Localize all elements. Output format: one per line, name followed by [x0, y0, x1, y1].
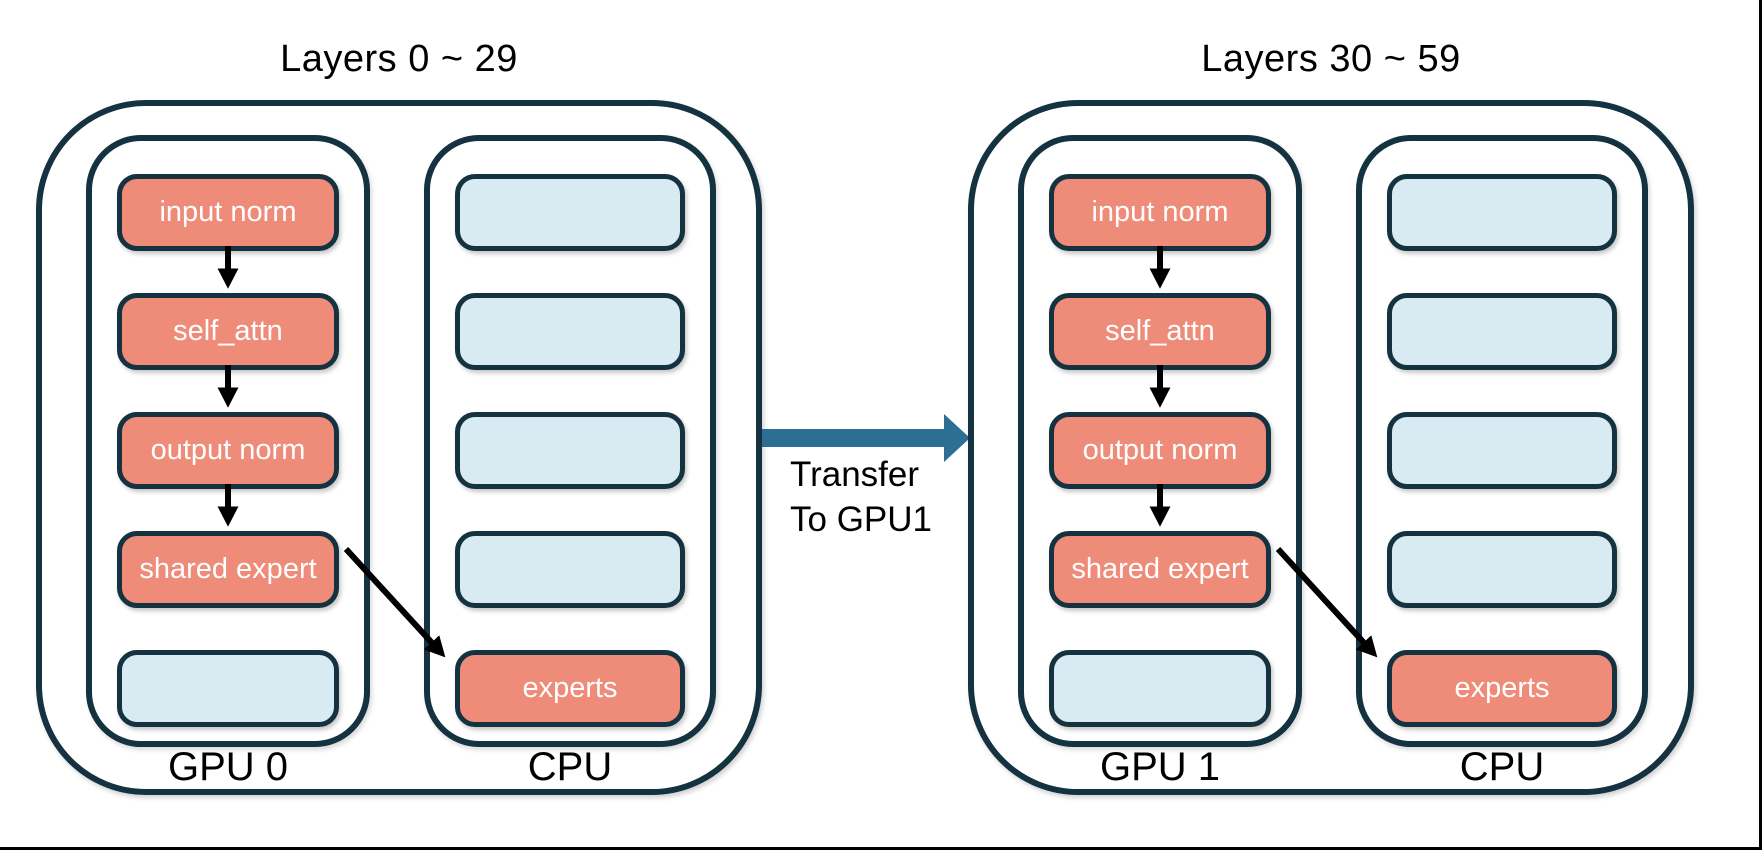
module-label: shared expert: [139, 553, 317, 585]
module-experts: experts: [455, 650, 685, 727]
empty-slot: [455, 412, 685, 489]
empty-slot: [1387, 293, 1617, 370]
module-label: output norm: [1082, 434, 1238, 466]
gpu0-column: input norm self_attn output norm shared …: [86, 135, 370, 747]
module-label: self_attn: [1105, 315, 1215, 347]
stage-group-0: Layers 0 ~ 29 input norm self_attn outpu…: [36, 38, 762, 795]
module-label: input norm: [1091, 196, 1229, 228]
transfer-label-line2: To GPU1: [790, 500, 932, 539]
module-output-norm: output norm: [117, 412, 339, 489]
layers-range-title: Layers 0 ~ 29: [280, 38, 518, 80]
empty-slot: [1387, 412, 1617, 489]
transfer-arrow-icon: [762, 414, 970, 462]
cpu1-label: CPU: [1459, 745, 1545, 789]
module-label: input norm: [159, 196, 297, 228]
module-output-norm: output norm: [1049, 412, 1271, 489]
empty-slot: [117, 650, 339, 727]
module-self-attn: self_attn: [117, 293, 339, 370]
cpu1-column: experts: [1356, 135, 1648, 747]
module-label: self_attn: [173, 315, 283, 347]
empty-slot: [1387, 531, 1617, 608]
gpu1-label: GPU 1: [1099, 745, 1221, 789]
empty-slot: [455, 531, 685, 608]
cpu0-column: experts: [424, 135, 716, 747]
empty-slot: [1387, 174, 1617, 251]
module-experts: experts: [1387, 650, 1617, 727]
stage-group-1: Layers 30 ~ 59 input norm self_attn outp…: [968, 38, 1694, 795]
module-label: shared expert: [1071, 553, 1249, 585]
empty-slot: [1049, 650, 1271, 727]
gpu0-label: GPU 0: [167, 745, 289, 789]
empty-slot: [455, 174, 685, 251]
module-shared-expert: shared expert: [1049, 531, 1271, 608]
gpu1-column: input norm self_attn output norm shared …: [1018, 135, 1302, 747]
cpu0-label: CPU: [527, 745, 613, 789]
module-label: experts: [1454, 672, 1550, 704]
empty-slot: [455, 293, 685, 370]
module-label: output norm: [150, 434, 306, 466]
transfer-label-line1: Transfer: [790, 455, 920, 494]
module-input-norm: input norm: [1049, 174, 1271, 251]
module-shared-expert: shared expert: [117, 531, 339, 608]
layers-range-title: Layers 30 ~ 59: [1201, 38, 1461, 80]
module-label: experts: [522, 672, 618, 704]
module-self-attn: self_attn: [1049, 293, 1271, 370]
module-input-norm: input norm: [117, 174, 339, 251]
transfer-label: Transfer To GPU1: [790, 452, 932, 542]
